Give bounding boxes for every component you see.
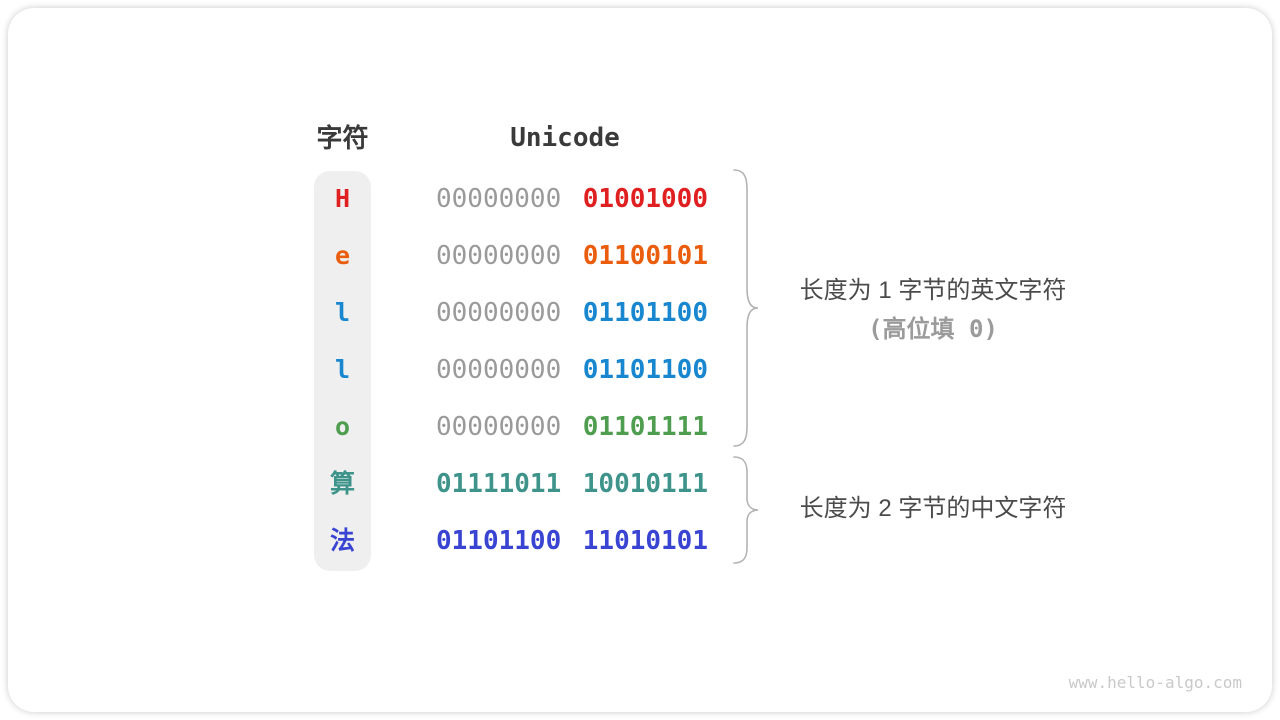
table-row: H 00000000 01001000: [8, 183, 1272, 215]
table-row: 法 01101100 11010101: [8, 525, 1272, 557]
table-row: l 00000000 01101100: [8, 354, 1272, 386]
char-column-header: 字符: [316, 123, 369, 153]
annotation-chinese-line1: 长度为 2 字节的中文字符: [799, 495, 1067, 522]
byte-high: 00000000: [436, 298, 562, 328]
table-row: l 00000000 01101100: [8, 297, 1272, 329]
annotation-chinese-group: 长度为 2 字节的中文字符: [770, 494, 1096, 524]
byte-high: 00000000: [436, 412, 562, 442]
brace-chinese-group: [733, 456, 759, 564]
byte-low: 10010111: [582, 469, 708, 499]
char-cell: 法: [329, 526, 355, 555]
unicode-bytes: 00000000 01101111: [436, 411, 708, 443]
char-column-background: [314, 171, 371, 571]
byte-low: 01001000: [582, 184, 708, 214]
unicode-bytes: 01101100 11010101: [436, 525, 708, 557]
annotation-english-line2: (高位填 0): [868, 315, 998, 343]
annotation-english-group: 长度为 1 字节的英文字符 (高位填 0): [770, 276, 1096, 344]
table-row: e 00000000 01100101: [8, 240, 1272, 272]
char-cell: l: [334, 298, 351, 327]
byte-low: 01101100: [582, 298, 708, 328]
byte-high: 01111011: [436, 469, 562, 499]
watermark: www.hello-algo.com: [1068, 673, 1242, 692]
char-cell: o: [334, 412, 351, 441]
byte-low: 01101111: [582, 412, 708, 442]
char-cell: e: [334, 241, 351, 270]
char-cell: l: [334, 355, 351, 384]
table-row: o 00000000 01101111: [8, 411, 1272, 443]
char-cell: H: [334, 184, 351, 213]
diagram-card: 字符 Unicode H 00000000 01001000 e 00000000 011…: [8, 8, 1272, 712]
byte-high: 00000000: [436, 184, 562, 214]
unicode-bytes: 00000000 01100101: [436, 240, 708, 272]
table-row: 算 01111011 10010111: [8, 468, 1272, 500]
unicode-bytes: 00000000 01101100: [436, 354, 708, 386]
byte-high: 00000000: [436, 355, 562, 385]
byte-high: 01101100: [436, 526, 562, 556]
byte-low: 01100101: [582, 241, 708, 271]
unicode-bytes: 00000000 01001000: [436, 183, 708, 215]
byte-low: 01101100: [582, 355, 708, 385]
unicode-bytes: 01111011 10010111: [436, 468, 708, 500]
annotation-english-line1: 长度为 1 字节的英文字符: [799, 277, 1067, 304]
unicode-bytes: 00000000 01101100: [436, 297, 708, 329]
brace-english-group: [733, 169, 759, 447]
char-cell: 算: [329, 469, 355, 498]
byte-high: 00000000: [436, 241, 562, 271]
byte-low: 11010101: [582, 526, 708, 556]
unicode-column-header: Unicode: [510, 123, 620, 153]
